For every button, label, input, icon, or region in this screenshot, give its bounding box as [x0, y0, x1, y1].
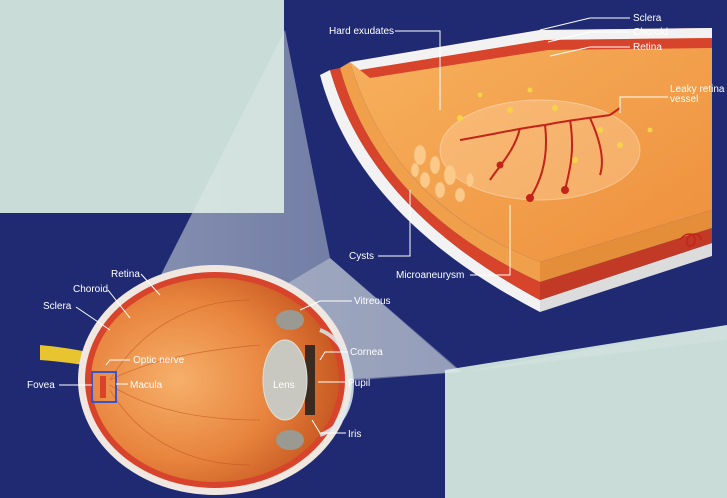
label-hard-exudates: Hard exudates	[329, 26, 394, 37]
label-microaneurysm: Microaneurysm	[396, 270, 464, 281]
label-retina-top: Retina	[633, 42, 662, 53]
label-vitreous: Vitreous	[354, 296, 391, 307]
label-pupil: Pupil	[348, 378, 370, 389]
label-lens: Lens	[273, 380, 295, 391]
label-leaky-vessel-line2: vessel	[670, 94, 698, 105]
label-macula: Macula	[130, 380, 163, 391]
label-iris: Iris	[348, 429, 361, 440]
label-cornea: Cornea	[350, 347, 383, 358]
label-sclera-eye: Sclera	[43, 301, 72, 312]
label-optic-nerve: Optic nerve	[133, 355, 185, 366]
label-choroid-eye: Choroid	[73, 284, 108, 295]
label-fovea: Fovea	[27, 380, 55, 391]
label-choroid-top: Choroid	[633, 27, 668, 38]
label-sclera-top: Sclera	[633, 13, 662, 24]
label-retina-eye: Retina	[111, 269, 140, 280]
label-cysts: Cysts	[349, 251, 374, 262]
